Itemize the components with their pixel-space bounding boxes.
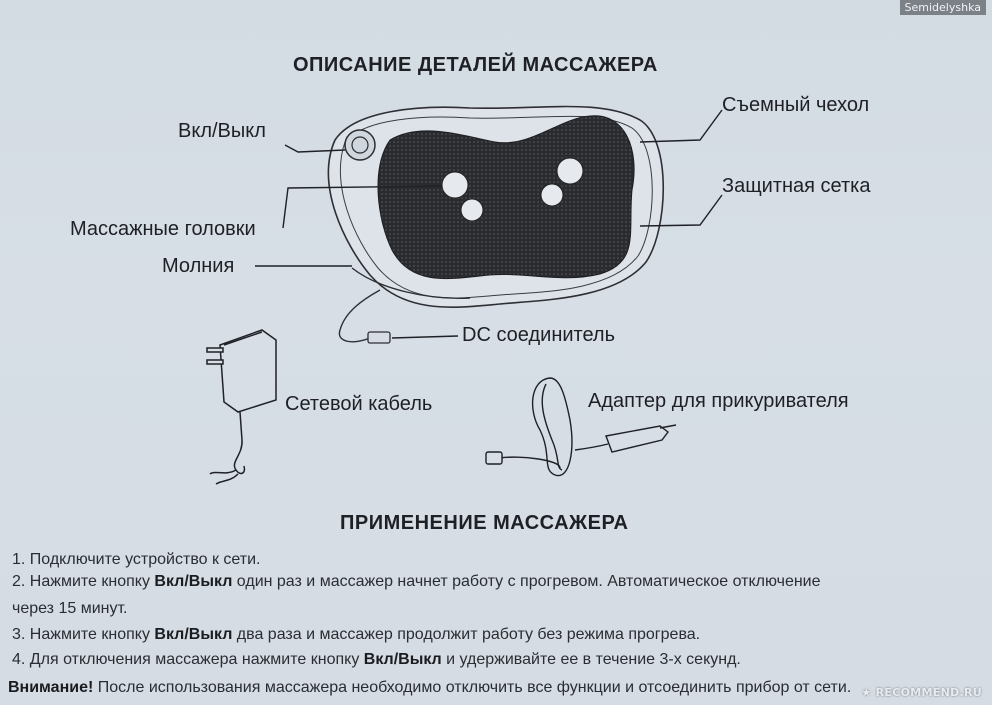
label-mesh: Защитная сетка — [722, 175, 871, 197]
step-1: 1. Подключите устройство к сети. — [12, 551, 261, 568]
step-4: 4. Для отключения массажера нажмите кноп… — [12, 651, 741, 668]
step-2-cont: через 15 минут. — [12, 600, 128, 617]
mesh-area — [377, 115, 635, 280]
power-button-drawing — [344, 129, 376, 161]
label-zipper: Молния — [162, 255, 235, 277]
label-cable: Сетевой кабель — [285, 393, 433, 415]
watermark-author: Semidelyshka — [899, 0, 986, 15]
step-3: 3. Нажмите кнопку Вкл/Выкл два раза и ма… — [12, 626, 701, 643]
warning-note: Внимание! После использования массажера … — [8, 679, 852, 696]
section-title-usage: ПРИМЕНЕНИЕ МАССАЖЕРА — [340, 512, 629, 534]
power-cable-drawing — [206, 329, 277, 485]
massage-heads — [441, 157, 584, 222]
label-dc: DC соединитель — [462, 324, 616, 346]
section-title-parts: ОПИСАНИЕ ДЕТАЛЕЙ МАССАЖЕРА — [293, 54, 658, 76]
label-cover: Съемный чехол — [722, 94, 870, 116]
label-car-adapter: Адаптер для прикуривателя — [588, 390, 849, 412]
label-power: Вкл/Выкл — [178, 120, 266, 142]
car-adapter-drawing — [485, 377, 677, 477]
step-2: 2. Нажмите кнопку Вкл/Выкл один раз и ма… — [12, 573, 821, 590]
watermark-site: ★ RECOMMEND.RU — [861, 686, 982, 699]
label-heads: Массажные головки — [70, 218, 256, 240]
